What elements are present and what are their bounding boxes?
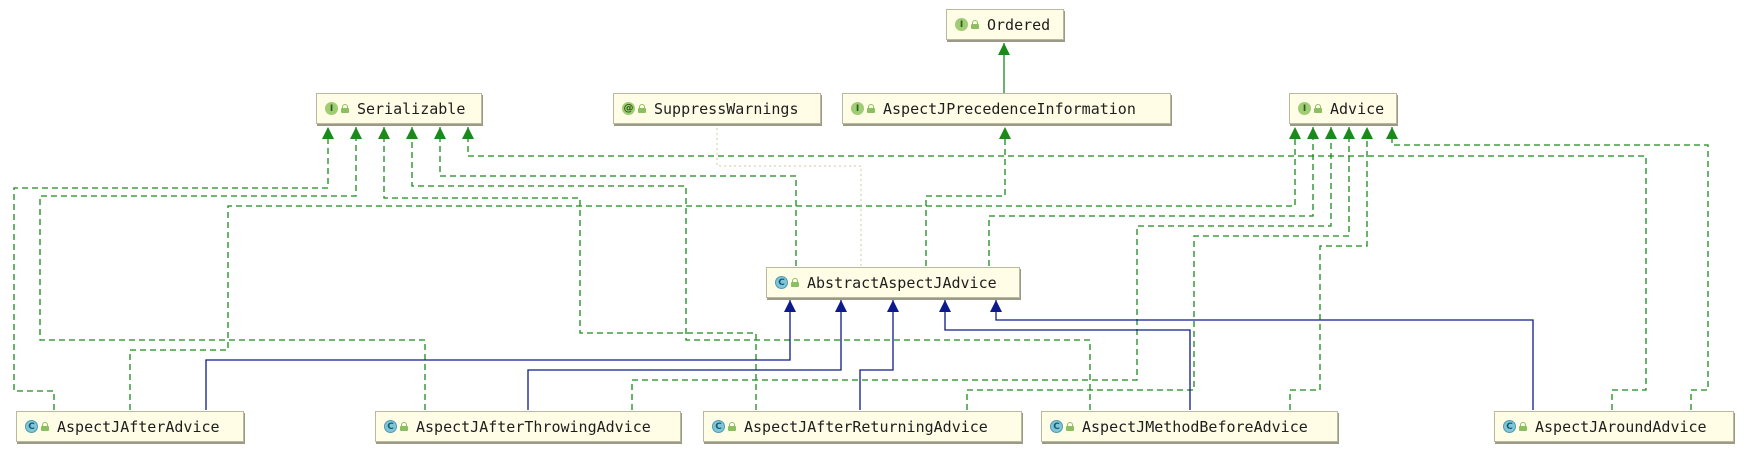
edge-abstract-to-suppress-warnings bbox=[716, 127, 862, 266]
edge-around-to-abstract bbox=[990, 300, 1534, 410]
edge-around-to-advice bbox=[1386, 127, 1709, 410]
node-label: AspectJPrecedenceInformation bbox=[883, 99, 1136, 118]
interface-icon: I bbox=[325, 102, 338, 115]
class-icon: C bbox=[1503, 420, 1516, 433]
node-aspectj-after-advice[interactable]: C AspectJAfterAdvice bbox=[16, 411, 244, 442]
edge-abstract-to-precedence bbox=[925, 127, 1011, 266]
node-label: Ordered bbox=[987, 15, 1051, 34]
node-ordered[interactable]: I Ordered bbox=[946, 9, 1064, 40]
interface-icon: I bbox=[851, 102, 864, 115]
node-aspectj-around-advice[interactable]: C AspectJAroundAdvice bbox=[1494, 411, 1734, 442]
edge-throwing-to-abstract bbox=[527, 300, 847, 410]
node-label: AbstractAspectJAdvice bbox=[807, 273, 997, 292]
edge-returning-to-advice bbox=[966, 127, 1355, 410]
edge-after-to-serializable bbox=[13, 127, 334, 410]
class-icon: C bbox=[712, 420, 725, 433]
lock-icon bbox=[341, 104, 349, 113]
edge-throwing-to-serializable bbox=[39, 127, 426, 410]
lock-icon bbox=[791, 278, 799, 287]
edge-returning-to-serializable bbox=[378, 127, 757, 410]
edge-returning-to-abstract bbox=[859, 300, 899, 410]
lock-icon bbox=[728, 422, 736, 431]
node-label: AspectJAfterAdvice bbox=[57, 417, 220, 436]
lock-icon bbox=[638, 104, 646, 113]
edge-method-before-to-advice bbox=[1289, 127, 1373, 410]
node-advice[interactable]: I Advice bbox=[1289, 93, 1397, 124]
edge-method-before-to-abstract bbox=[939, 300, 1191, 410]
class-icon: C bbox=[25, 420, 38, 433]
edge-after-to-advice bbox=[129, 127, 1301, 410]
edge-throwing-to-advice bbox=[631, 127, 1337, 410]
lock-icon bbox=[867, 104, 875, 113]
lock-icon bbox=[1519, 422, 1527, 431]
lock-icon bbox=[971, 20, 979, 29]
edge-after-to-abstract bbox=[205, 300, 796, 410]
edge-method-before-to-serializable bbox=[406, 127, 1091, 410]
node-label: AspectJAroundAdvice bbox=[1535, 417, 1707, 436]
lock-icon bbox=[1066, 422, 1074, 431]
class-icon: C bbox=[775, 276, 788, 289]
class-icon: C bbox=[1050, 420, 1063, 433]
node-suppress-warnings[interactable]: @ SuppressWarnings bbox=[613, 93, 821, 124]
annotation-icon: @ bbox=[622, 102, 635, 115]
lock-icon bbox=[400, 422, 408, 431]
node-precedence-information[interactable]: I AspectJPrecedenceInformation bbox=[842, 93, 1171, 124]
node-abstract-aspectj-advice[interactable]: C AbstractAspectJAdvice bbox=[766, 267, 1020, 298]
node-label: Serializable bbox=[357, 99, 466, 118]
interface-icon: I bbox=[955, 18, 968, 31]
node-label: AspectJAfterThrowingAdvice bbox=[416, 417, 651, 436]
node-aspectj-method-before-advice[interactable]: C AspectJMethodBeforeAdvice bbox=[1041, 411, 1338, 442]
edge-around-to-serializable bbox=[462, 127, 1647, 410]
lock-icon bbox=[1314, 104, 1322, 113]
edge-abstract-to-advice bbox=[988, 127, 1319, 266]
node-label: AspectJAfterReturningAdvice bbox=[744, 417, 988, 436]
node-label: AspectJMethodBeforeAdvice bbox=[1082, 417, 1308, 436]
node-label: SuppressWarnings bbox=[654, 99, 799, 118]
edge-abstract-to-serializable bbox=[434, 127, 797, 266]
node-aspectj-after-throwing-advice[interactable]: C AspectJAfterThrowingAdvice bbox=[375, 411, 681, 442]
node-label: Advice bbox=[1330, 99, 1385, 118]
node-aspectj-after-returning-advice[interactable]: C AspectJAfterReturningAdvice bbox=[703, 411, 1022, 442]
class-icon: C bbox=[384, 420, 397, 433]
lock-icon bbox=[41, 422, 49, 431]
node-serializable[interactable]: I Serializable bbox=[316, 93, 482, 124]
interface-icon: I bbox=[1298, 102, 1311, 115]
